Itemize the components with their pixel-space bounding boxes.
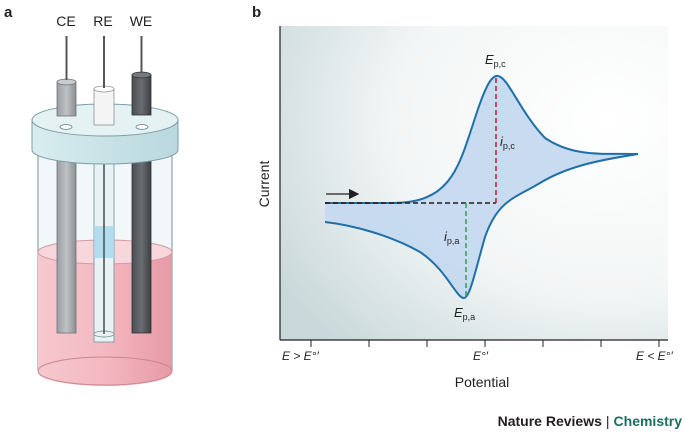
anodic-peak-current-label: ip,a [444,229,459,246]
x-tick-mid-label: E°′ [473,349,489,363]
counter-electrode-rod [56,149,77,334]
anodic-peak-potential-label: Ep,a [454,305,475,322]
counter-electrode-head [56,81,77,117]
journal-footer: Nature Reviews|Chemistry [498,413,683,429]
cell-bottom [37,356,173,386]
reference-electrode-head [93,88,115,126]
panel-b: b Ep,c [252,4,673,390]
journal-credit: Nature Reviews|Chemistry [498,413,683,429]
cathodic-peak-current-label: ip,c [500,134,515,151]
x-axis-label: Potential [455,374,509,390]
working-electrode-rod [131,149,152,334]
working-electrode-head [131,74,152,116]
voltammogram-reverse-curve [324,153,639,300]
panel-b-label: b [252,4,261,21]
panel-a: a CE RE WE [4,4,179,386]
x-tick-left-label: E > E°′ [282,349,319,363]
cathodic-peak-potential-label: Ep,c [485,52,506,69]
lid-port-icon [59,124,73,130]
we-label: WE [130,13,153,29]
ce-label: CE [56,13,75,29]
x-axis-ticks [310,340,660,347]
x-tick-right-label: E < E°′ [636,349,673,363]
panel-a-label: a [4,4,13,21]
re-label: RE [93,13,112,29]
voltammogram-forward-curve [325,74,639,204]
electrochemical-cell [31,36,179,386]
lid-port-icon [135,124,149,130]
y-axis-label: Current [256,161,272,208]
